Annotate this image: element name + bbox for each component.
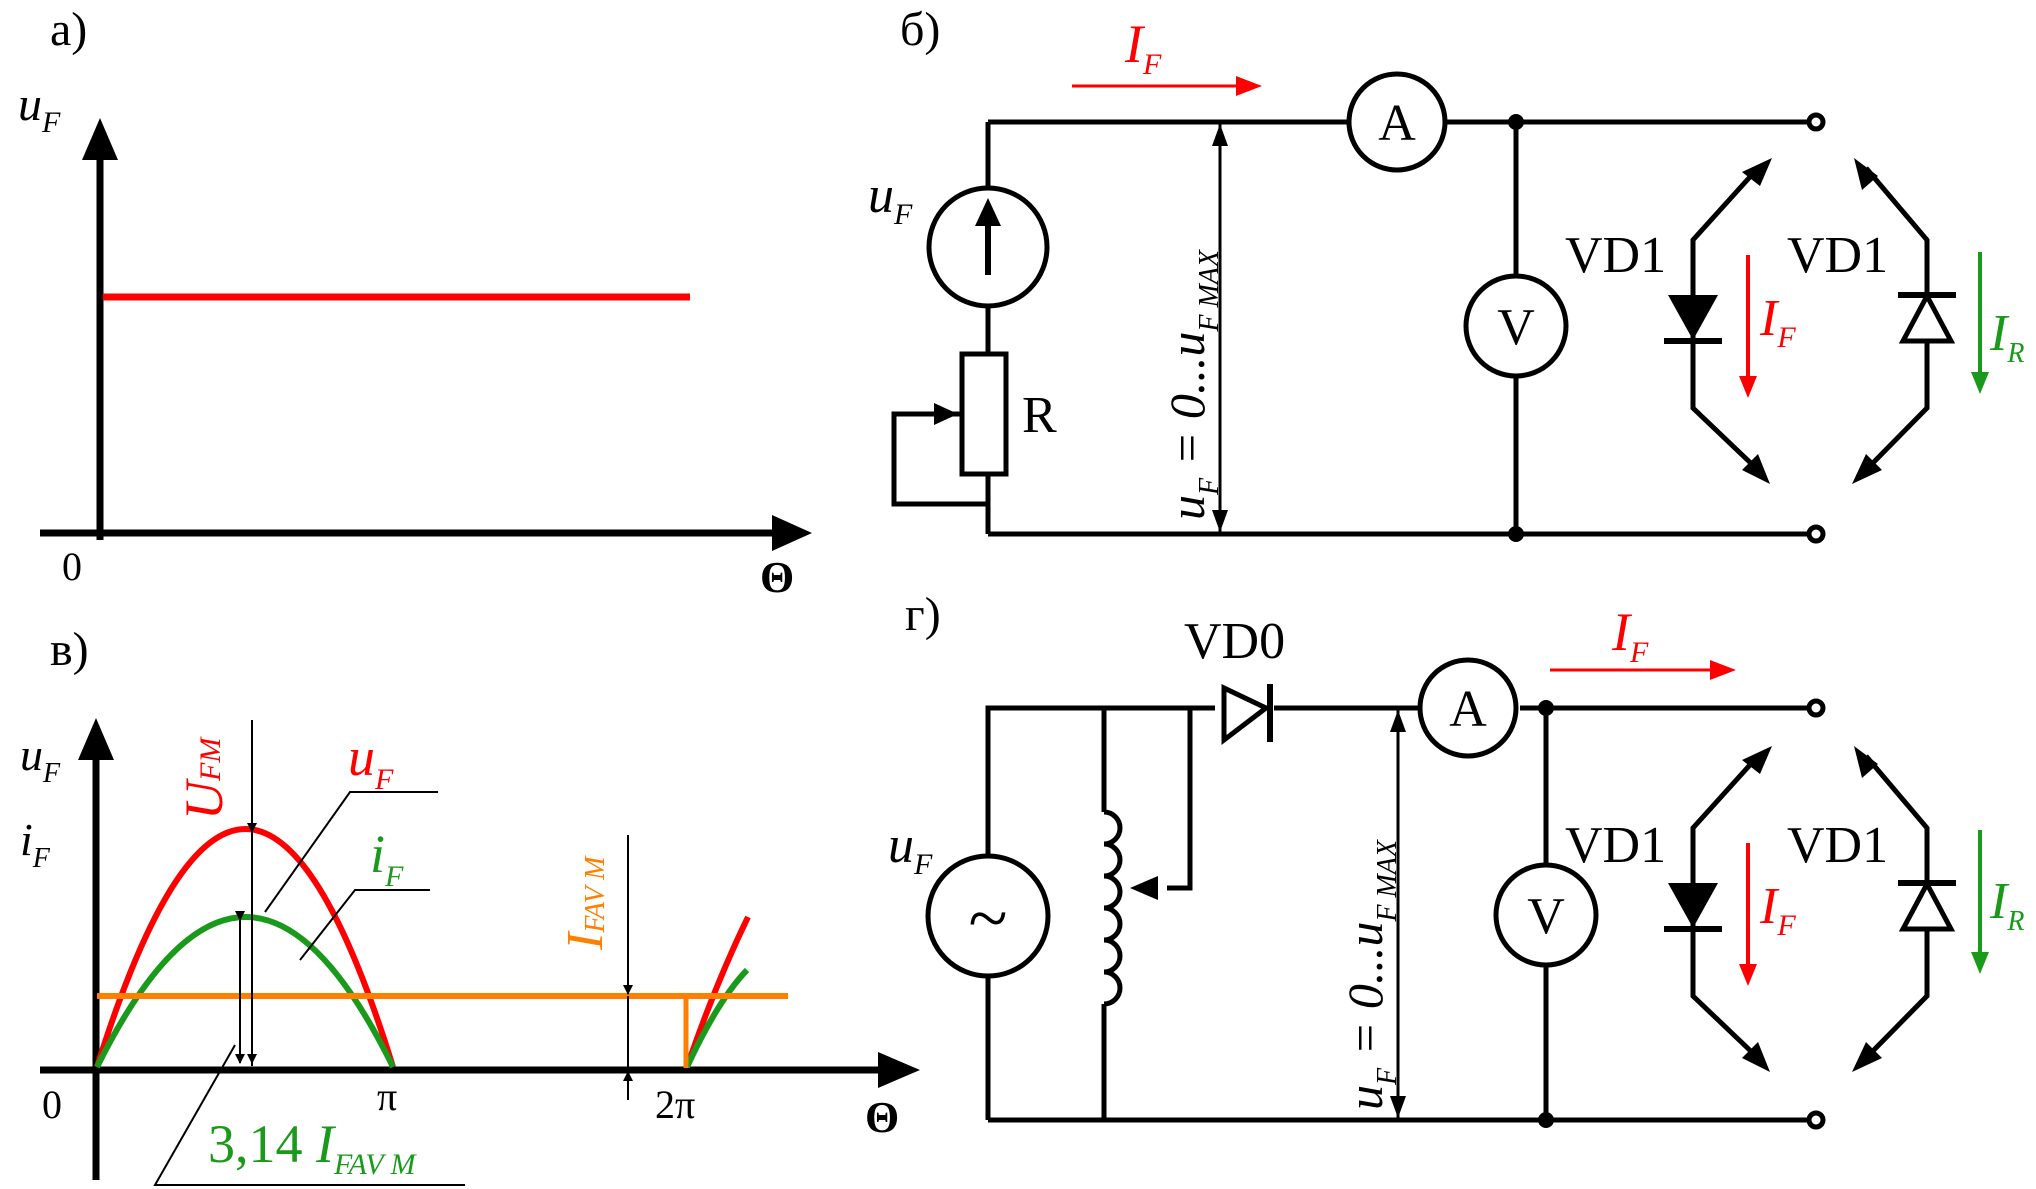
panel-a-y-arrow	[82, 118, 118, 160]
panel-b-ir-arrowhead	[1971, 372, 1989, 394]
panel-g-source-label: uF	[888, 817, 933, 881]
panel-g-terminal-top	[1806, 698, 1826, 718]
panel-g-ammeter	[1417, 657, 1519, 759]
panel-a-x-arrow	[772, 515, 812, 551]
vd0-label: VD0	[1184, 613, 1285, 670]
panel-g-ir-arrowhead	[1971, 952, 1989, 974]
panel-v-x-arrow	[878, 1052, 920, 1088]
panel-b-range-arrow-top	[1212, 124, 1228, 146]
panel-b-voltmeter-label: V	[1497, 299, 1535, 356]
panel-v-y-arrow	[78, 718, 114, 760]
panel-b-terminal-bottom	[1806, 524, 1826, 544]
vd0-diode	[1221, 684, 1271, 746]
panel-g-voltmeter-label: V	[1527, 888, 1565, 945]
panel-v-origin: 0	[42, 1082, 62, 1127]
panel-b-ammeter-label: A	[1378, 95, 1416, 152]
panel-b-terminal-top	[1806, 112, 1826, 132]
panel-b-node-top	[1508, 114, 1524, 130]
bottom-leader	[153, 1044, 465, 1186]
panel-a-origin: 0	[62, 544, 82, 589]
ufm-label: UFM	[174, 736, 234, 820]
panel-g-range-label: uF = 0...uF MAX	[1337, 839, 1403, 1110]
ac-tilde-icon: ~	[969, 878, 1008, 958]
panel-g-current-arrowhead	[1710, 660, 1736, 680]
panel-b-if-label: IF	[1759, 290, 1796, 354]
panel-b-diode-right: VD1	[1787, 158, 1956, 484]
uf-curve	[94, 826, 396, 1068]
pi-tick-label: π	[377, 1074, 397, 1119]
panel-v-label: в)	[50, 623, 89, 676]
panel-b-diode-left: VD1	[1565, 158, 1772, 484]
rheostat-arrow	[934, 403, 958, 425]
panel-v-x-symbol: Θ	[865, 1093, 899, 1142]
panel-b-diode-right-label: VD1	[1787, 227, 1888, 284]
panel-g: г) VD0 IF A	[888, 588, 2024, 1130]
panel-g-voltmeter	[1493, 862, 1599, 968]
panel-b: б) IF A V uF	[868, 3, 2024, 544]
uf-leader	[264, 791, 438, 913]
if-leader	[299, 889, 430, 961]
panel-g-wires	[985, 705, 1816, 1123]
panel-g-label: г)	[905, 588, 941, 641]
panel-a-label: а)	[50, 3, 87, 56]
panel-v-y-i: iF	[20, 814, 51, 874]
panel-b-resistor	[959, 351, 1009, 477]
ifav-label: IFAV M	[557, 855, 614, 951]
panel-g-range-arrow-top	[1390, 710, 1406, 732]
panel-b-resistor-label: R	[1022, 387, 1057, 444]
panel-a-y-symbol: uF	[18, 78, 61, 139]
panel-a: а) uF 0 Θ	[18, 3, 812, 602]
panel-b-diode-left-label: VD1	[1565, 227, 1666, 284]
panel-b-node-bottom	[1508, 526, 1524, 542]
panel-v: в) uF iF UFM uF iF IFAV M 0 π 2π Θ 3,	[20, 623, 920, 1186]
panel-v-y-u: uF	[20, 729, 61, 789]
two-pi-tick-label: 2π	[655, 1082, 695, 1127]
if-label: iF	[370, 824, 404, 893]
panel-g-diode-left: VD1	[1565, 746, 1772, 1072]
panel-g-ac-source	[925, 853, 1051, 979]
panel-g-current-label: IF	[1611, 602, 1649, 669]
panel-b-source-label: uF	[868, 167, 913, 231]
panel-g-diode-left-label: VD1	[1565, 817, 1666, 874]
panel-a-x-symbol: Θ	[760, 553, 794, 602]
panel-g-terminal-bottom	[1806, 1110, 1826, 1130]
uf-label: uF	[348, 727, 394, 796]
panel-g-ammeter-label: A	[1449, 681, 1487, 738]
panel-b-ammeter	[1346, 71, 1448, 173]
panel-g-if-label: IF	[1759, 878, 1796, 942]
panel-b-range-arrow-bottom	[1212, 510, 1228, 532]
panel-b-current-arrowhead	[1236, 76, 1262, 96]
panel-b-wires	[891, 119, 1816, 537]
panel-b-if-arrowhead	[1739, 376, 1757, 398]
panel-g-node-bottom	[1538, 1112, 1554, 1128]
panel-b-ir-label: IR	[1989, 305, 2024, 369]
panel-g-range-arrow-bottom	[1390, 1096, 1406, 1118]
if-curve-next	[684, 967, 750, 1069]
panel-g-diode-right: VD1	[1787, 746, 1956, 1072]
panel-g-diode-right-label: VD1	[1787, 817, 1888, 874]
panel-b-label: б)	[900, 3, 940, 56]
panel-b-voltmeter	[1463, 273, 1569, 379]
autotransformer-tap-arrow	[1130, 876, 1158, 900]
panel-g-if-arrowhead	[1739, 964, 1757, 986]
panel-b-range-label: uF = 0...uF MAX	[1159, 249, 1225, 520]
panel-g-ir-label: IR	[1989, 873, 2024, 937]
panel-g-node-top	[1538, 700, 1554, 716]
autotransformer-coil	[1103, 809, 1123, 1007]
bottom-formula: 3,14 IFAV M	[208, 1114, 418, 1181]
panel-b-current-label: IF	[1124, 14, 1162, 81]
panel-b-source-arrow-icon	[975, 198, 1001, 226]
